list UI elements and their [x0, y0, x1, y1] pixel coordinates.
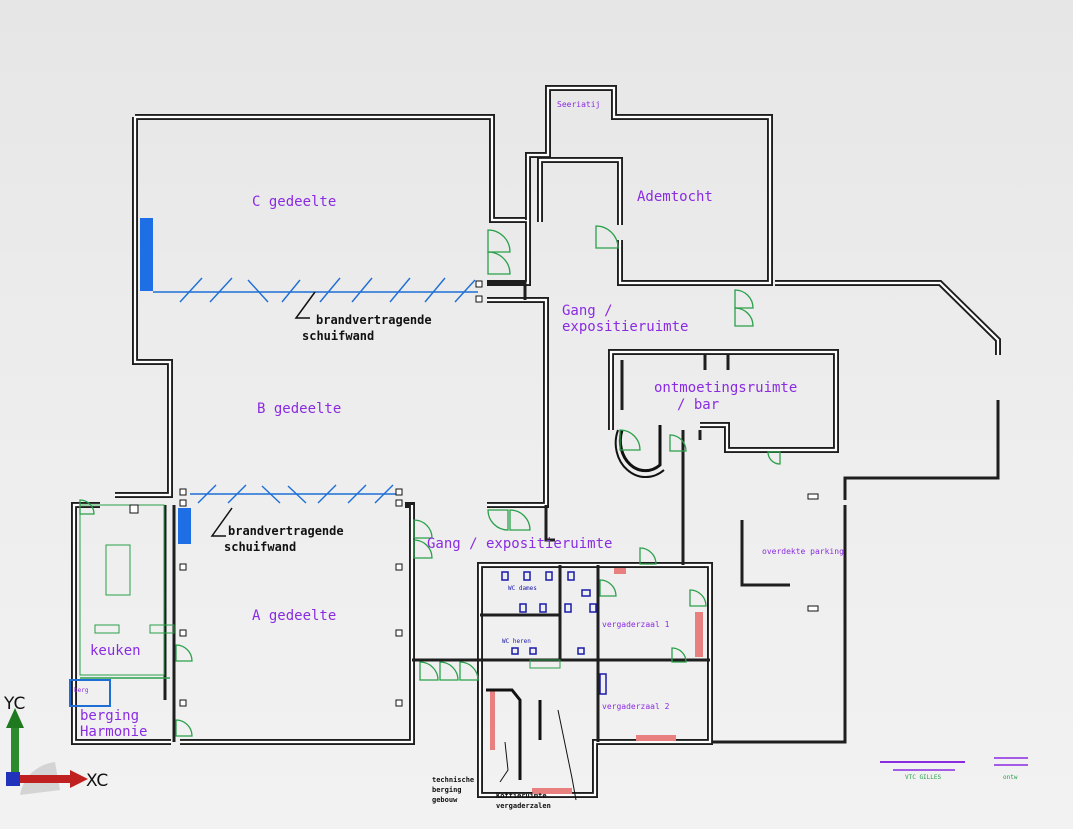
note-tech-1: technische — [432, 776, 474, 784]
red-accent-1 — [695, 612, 703, 657]
wall-ademtocht — [525, 85, 773, 286]
room-label-vergaderzaal-2: vergaderzaal 2 — [602, 702, 670, 711]
columns — [129, 280, 483, 707]
red-accent-2 — [636, 735, 676, 741]
ucs-axis-icon: YC XC — [3, 694, 108, 795]
leader-top — [294, 291, 316, 319]
toilet-fixtures — [501, 571, 607, 695]
wall-ontmoeting — [608, 349, 839, 479]
room-label-harmonie: Harmonie — [80, 724, 147, 740]
room-label-dames: WC dames — [508, 585, 537, 592]
leader-bottom — [210, 507, 233, 537]
doors — [79, 225, 781, 737]
axis-label-y: YC — [3, 694, 25, 714]
note-tech-3: gebouw — [432, 796, 458, 804]
room-label-berging: berging — [80, 708, 139, 724]
red-accent-5 — [614, 568, 626, 574]
schuifwand-bottom — [190, 484, 400, 504]
room-label-berg: berg — [74, 687, 89, 694]
wall-parking — [712, 280, 1001, 744]
room-label-keuken: keuken — [90, 643, 141, 659]
room-label-gang-1: Gang / — [562, 303, 613, 319]
kitchen-fixtures — [69, 504, 175, 707]
note-koffie-2: vergaderzalen — [496, 802, 551, 810]
room-label-vergaderzaal-1: vergaderzaal 1 — [602, 620, 670, 629]
red-accent-3 — [532, 788, 572, 794]
room-label-heren: WC heren — [502, 638, 531, 645]
note-schuifwand-bottom-1: brandvertragende — [228, 524, 344, 538]
leader-storage — [499, 709, 577, 801]
room-label-ademtocht: Ademtocht — [637, 189, 713, 205]
room-label-c: C gedeelte — [252, 194, 336, 210]
room-label-parking: overdekte parking — [762, 547, 844, 556]
wall-corridor — [487, 281, 555, 542]
note-tech-2: berging — [432, 786, 462, 794]
wall-kitchen — [163, 505, 176, 742]
title-block-label: ontw — [1003, 774, 1018, 781]
axis-label-x: XC — [86, 771, 108, 791]
room-label-gang-bottom: Gang / expositieruimte — [427, 536, 612, 552]
partition-panel-top — [140, 218, 153, 291]
room-label-b: B gedeelte — [257, 401, 341, 417]
note-schuifwand-top-2: schuifwand — [302, 329, 374, 343]
storage-walls — [486, 688, 542, 780]
red-accent-4 — [490, 690, 495, 750]
room-label-gang-2: expositieruimte — [562, 319, 688, 335]
title-block-company: VTC GILLES — [905, 774, 942, 781]
room-label-ontmoeting: ontmoetingsruimte — [654, 380, 797, 396]
title-block: VTC GILLES ontw — [880, 757, 1028, 781]
note-koffie-1: Koffieruimte — [496, 792, 547, 800]
partition-panel-bottom — [178, 508, 191, 544]
room-label-bar: / bar — [677, 397, 719, 413]
note-schuifwand-bottom-2: schuifwand — [224, 540, 296, 554]
sink-counter — [529, 659, 561, 669]
wall-left-building — [71, 114, 549, 745]
schuifwand-top — [153, 277, 478, 303]
room-label-secretariaat: Seeriatij — [557, 100, 600, 109]
room-label-a: A gedeelte — [252, 608, 336, 624]
note-schuifwand-top-1: brandvertragende — [316, 313, 432, 327]
